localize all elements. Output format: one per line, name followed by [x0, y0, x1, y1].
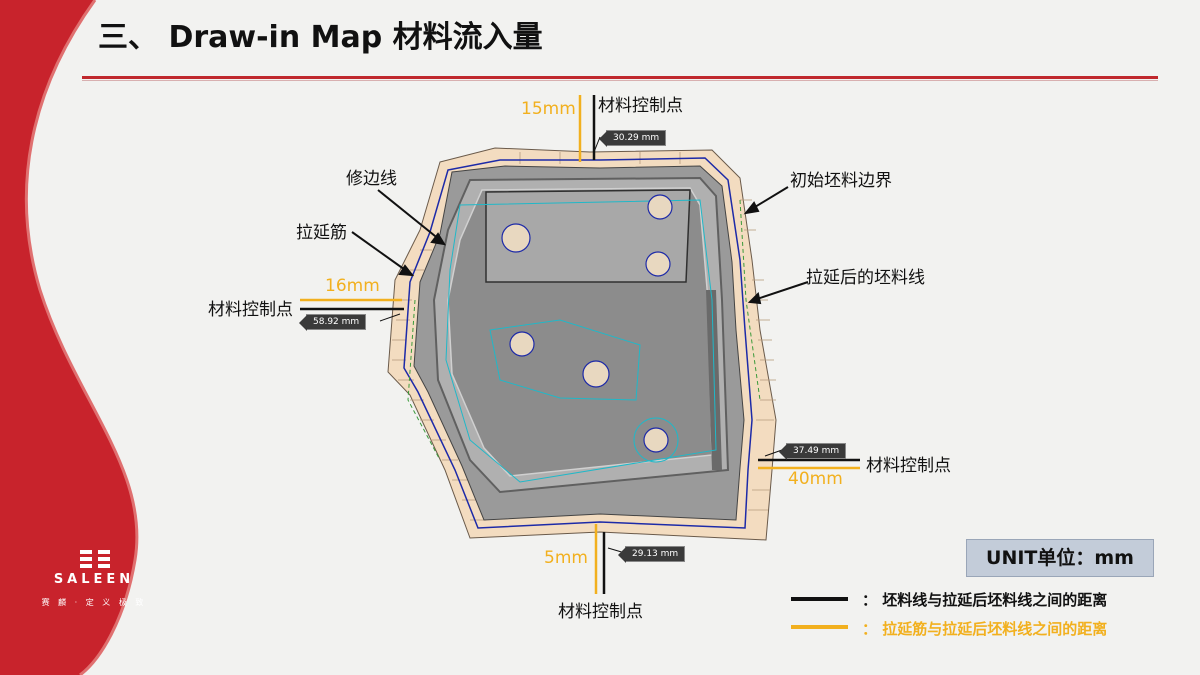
initial-blank-label: 初始坯料边界 — [790, 171, 892, 191]
bottom-measure-tag: 29.13 mm — [617, 546, 686, 563]
post-draw-blank-line — [403, 157, 753, 529]
brand-block: SALEEN 赛 麟 · 定 义 极 致 — [36, 548, 152, 608]
legend-item-yellow: ： 拉延筋与拉延后坯料线之间的距离 — [862, 620, 1108, 638]
left-measure-tag: 58.92 mm — [298, 314, 367, 331]
top-measure-tag: 30.29 mm — [598, 130, 667, 147]
trim-line-label: 修边线 — [346, 169, 397, 189]
right-control-point-label: 材料控制点 — [866, 456, 951, 476]
legend-item-black: ： 坯料线与拉延后坯料线之间的距离 — [862, 591, 1108, 609]
brand-tagline: 赛 麟 · 定 义 极 致 — [41, 598, 147, 607]
title-divider-thin — [82, 80, 1158, 81]
right-measure-tag: 37.49 mm — [778, 443, 847, 460]
bottom-yellow-value: 5mm — [544, 548, 588, 568]
top-yellow-value: 15mm — [521, 99, 576, 119]
trim-line — [445, 199, 717, 483]
page-title: 三、 Draw-in Map 材料流入量 — [98, 20, 543, 55]
top-control-point-label: 材料控制点 — [598, 96, 683, 116]
bottom-control-point-label: 材料控制点 — [558, 602, 643, 622]
saleen-logo-icon — [80, 550, 110, 568]
unit-badge: UNIT单位：mm — [966, 539, 1154, 577]
title-divider — [82, 76, 1158, 79]
left-control-point-label: 材料控制点 — [208, 300, 293, 320]
draw-bead-label: 拉延筋 — [296, 223, 347, 243]
post-draw-blank-label: 拉延后的坯料线 — [806, 268, 925, 288]
right-yellow-value: 40mm — [788, 469, 843, 489]
brand-name: SALEEN — [53, 572, 135, 587]
left-yellow-value: 16mm — [325, 276, 380, 296]
